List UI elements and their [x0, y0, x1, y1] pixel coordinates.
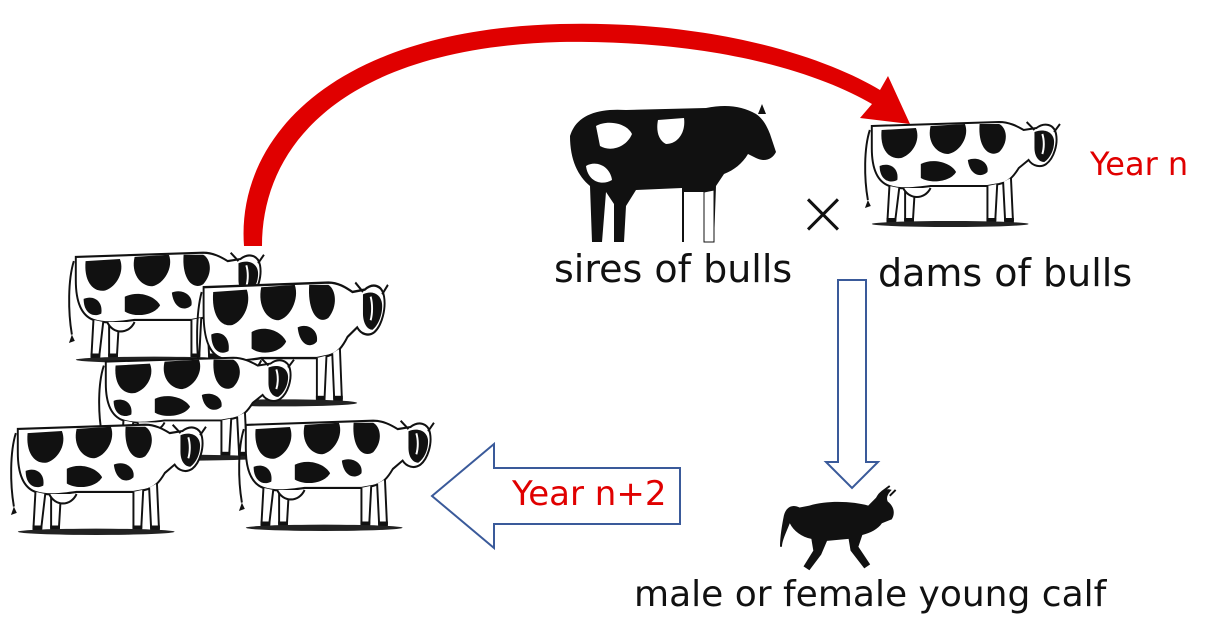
holstein-cow-icon: [11, 425, 206, 535]
year-n-label: Year n: [1090, 148, 1188, 180]
sires-label: sires of bulls: [554, 250, 792, 288]
calf-label: male or female young calf: [634, 577, 1106, 613]
holstein-cow-icon: [239, 421, 434, 531]
cross-symbol: ×: [797, 182, 849, 244]
dams-label: dams of bulls: [878, 254, 1132, 292]
bull-silhouette-icon: [570, 104, 776, 242]
holstein-cow-icon: [865, 122, 1060, 227]
year-n-plus-2-label: Year n+2: [512, 477, 666, 511]
down-block-arrow: [826, 280, 878, 488]
cow-herd: [11, 253, 434, 535]
calf-silhouette-icon: [780, 486, 896, 570]
